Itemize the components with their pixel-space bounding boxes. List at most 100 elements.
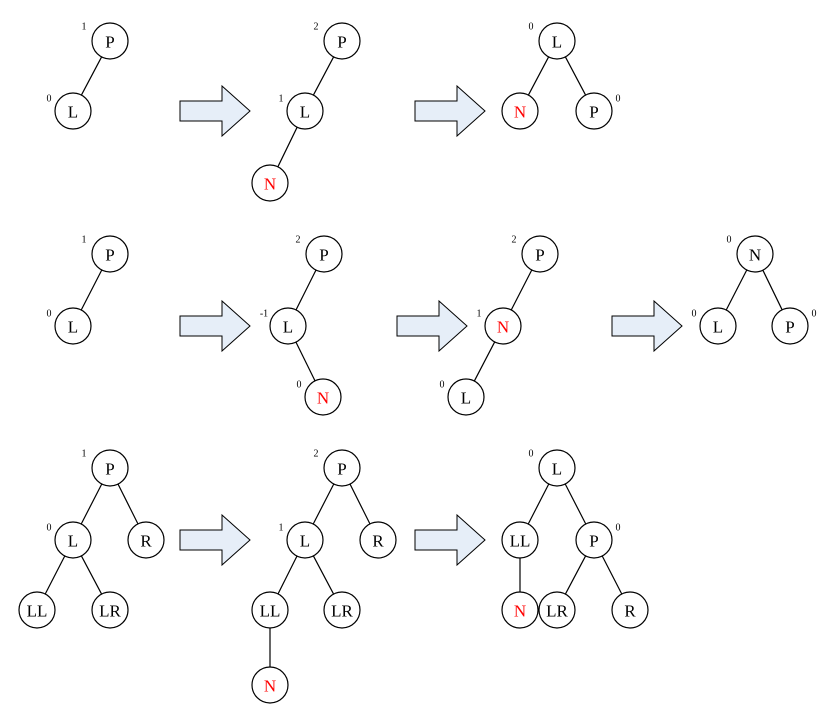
node-label: N xyxy=(749,246,761,265)
tree-stage-r2-s2: P2L-1N0 xyxy=(260,235,343,416)
tree-node: N0 xyxy=(727,235,774,273)
node-label: L xyxy=(283,318,293,337)
node-label: L xyxy=(300,532,310,551)
tree-node: P0 xyxy=(575,92,621,130)
balance-factor-label: 0 xyxy=(297,380,302,391)
node-circle xyxy=(286,521,324,559)
node-circle xyxy=(736,235,774,273)
balance-factor-label: 0 xyxy=(47,523,52,534)
tree-node: L0 xyxy=(692,307,737,345)
tree-node: L1 xyxy=(279,92,324,130)
node-circle xyxy=(304,378,342,416)
node-label: P xyxy=(105,33,114,52)
node-label: LL xyxy=(510,532,531,551)
balance-factor-label: 1 xyxy=(82,449,87,460)
transition-arrow xyxy=(179,84,251,138)
node-label: R xyxy=(140,532,152,551)
node-label: L xyxy=(300,103,310,122)
balance-factor-label: 1 xyxy=(477,309,482,320)
node-circle xyxy=(305,235,343,273)
tree-edge xyxy=(527,483,550,525)
tree-node: P2 xyxy=(314,22,361,60)
node-circle xyxy=(538,591,576,629)
node-circle xyxy=(91,235,129,273)
node-label: P xyxy=(319,246,328,265)
balance-factor-label: 0 xyxy=(47,309,52,320)
node-circle xyxy=(91,22,129,60)
balance-factor-label: 1 xyxy=(82,235,87,246)
tree-edge xyxy=(80,56,103,96)
node-label: N xyxy=(514,602,526,621)
tree-edge xyxy=(295,269,317,311)
node-label: P xyxy=(785,318,794,337)
node-circle xyxy=(575,92,613,130)
tree-node: L0 xyxy=(529,22,576,60)
balance-factor-label: 2 xyxy=(512,235,517,246)
tree-node: N1 xyxy=(477,307,522,345)
node-circle xyxy=(611,591,649,629)
node-circle xyxy=(54,521,92,559)
node-label: P xyxy=(105,460,114,479)
node-circle xyxy=(501,521,539,559)
tree-node: P2 xyxy=(296,235,343,273)
tree-node: P1 xyxy=(82,235,129,273)
balance-factor-label: 0 xyxy=(616,94,621,105)
tree-node: N0 xyxy=(297,378,342,416)
tree-edge xyxy=(564,555,587,595)
tree-node: LL xyxy=(501,521,539,559)
node-circle xyxy=(286,92,324,130)
tree-edge xyxy=(349,483,371,525)
node-circle xyxy=(323,591,361,629)
balance-factor-label: 1 xyxy=(82,22,87,33)
transition-arrow xyxy=(179,299,251,353)
node-label: N xyxy=(264,175,276,194)
node-label: R xyxy=(624,602,636,621)
balance-factor-label: 2 xyxy=(296,235,301,246)
tree-edge xyxy=(312,555,335,595)
node-circle xyxy=(447,378,485,416)
node-label: P xyxy=(105,246,114,265)
tree-node: R xyxy=(127,521,165,559)
node-circle xyxy=(251,164,289,202)
tree-node: P2 xyxy=(314,449,361,487)
tree-node: L0 xyxy=(440,378,485,416)
node-circle xyxy=(54,307,92,345)
transition-arrow xyxy=(414,84,486,138)
balance-factor-label: 0 xyxy=(440,380,445,391)
node-circle xyxy=(127,521,165,559)
node-circle xyxy=(251,591,289,629)
balance-factor-label: 2 xyxy=(314,22,319,33)
tree-node: R xyxy=(611,591,649,629)
node-circle xyxy=(91,449,129,487)
tree-edge xyxy=(527,56,550,96)
tree-node: N xyxy=(251,666,289,704)
node-label: P xyxy=(535,246,544,265)
node-label: N xyxy=(497,318,509,337)
tree-node: P0 xyxy=(575,521,621,559)
tree-edge xyxy=(564,56,587,96)
node-label: N xyxy=(317,389,329,408)
node-circle xyxy=(501,591,539,629)
node-circle xyxy=(91,591,129,629)
node-circle xyxy=(323,449,361,487)
node-label: P xyxy=(337,460,346,479)
tree-edge xyxy=(44,555,66,595)
tree-node: N xyxy=(251,164,289,202)
tree-node: LL xyxy=(251,591,289,629)
transition-arrow xyxy=(611,299,683,353)
tree-node: N xyxy=(501,591,539,629)
node-label: P xyxy=(337,33,346,52)
node-circle xyxy=(323,22,361,60)
tree-node: L1 xyxy=(279,521,324,559)
tree-edge xyxy=(725,269,748,311)
node-label: P xyxy=(589,532,598,551)
balance-factor-label: 0 xyxy=(47,94,52,105)
tree-node: L0 xyxy=(47,307,92,345)
node-label: P xyxy=(589,103,598,122)
balance-factor-label: 0 xyxy=(616,523,621,534)
node-circle xyxy=(359,521,397,559)
